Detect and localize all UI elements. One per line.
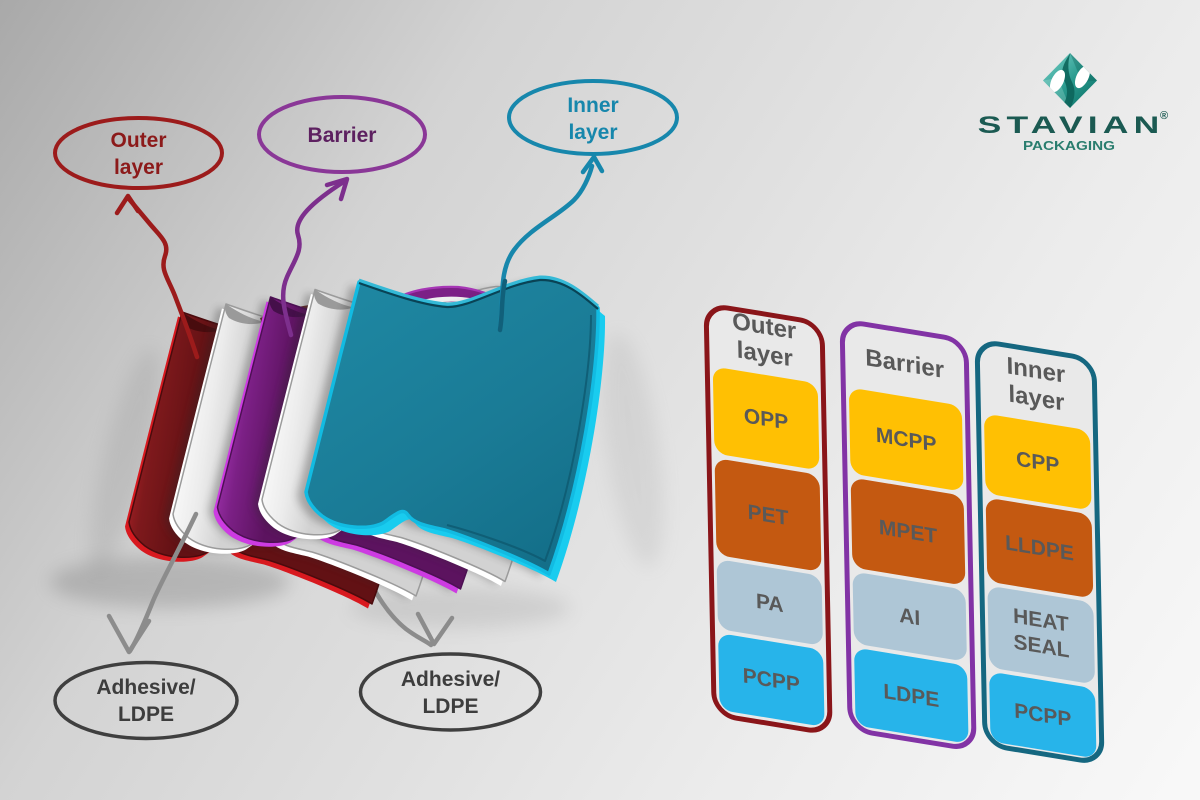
svg-text:LDPE: LDPE bbox=[422, 695, 478, 718]
svg-text:Adhesive/: Adhesive/ bbox=[401, 668, 500, 691]
svg-text:AI: AI bbox=[899, 604, 920, 630]
svg-text:Barrier: Barrier bbox=[308, 124, 377, 147]
svg-text:STAVIAN: STAVIAN bbox=[978, 112, 1165, 138]
svg-text:®: ® bbox=[1160, 110, 1168, 122]
svg-text:Inner: Inner bbox=[567, 94, 618, 117]
svg-text:layer: layer bbox=[114, 156, 163, 179]
svg-text:Outer: Outer bbox=[110, 129, 166, 152]
svg-text:PA: PA bbox=[756, 590, 784, 617]
svg-text:Adhesive/: Adhesive/ bbox=[96, 676, 195, 699]
svg-text:layer: layer bbox=[568, 121, 617, 144]
svg-text:LDPE: LDPE bbox=[118, 703, 174, 726]
svg-text:PACKAGING: PACKAGING bbox=[1023, 138, 1115, 153]
